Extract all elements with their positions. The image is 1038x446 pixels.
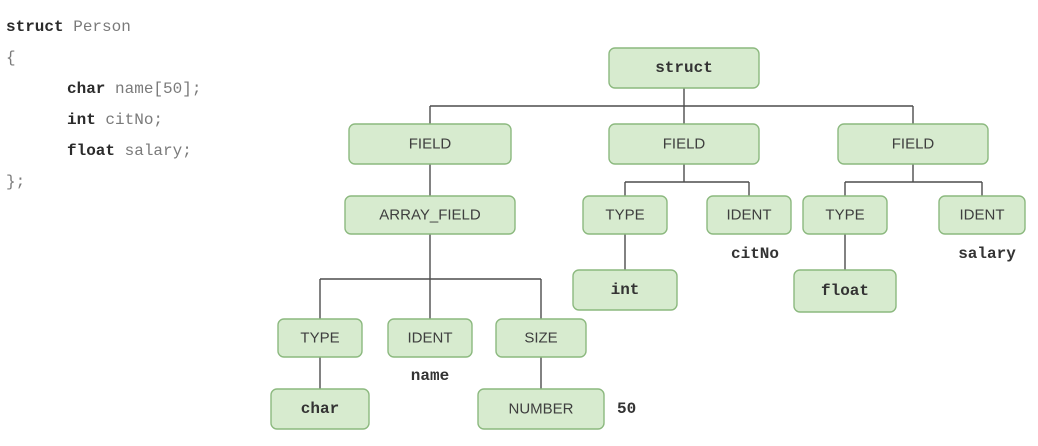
node-struct: struct <box>608 47 760 89</box>
node-label: NUMBER <box>508 401 573 418</box>
node-label: ARRAY_FIELD <box>379 207 481 224</box>
node-array-field: ARRAY_FIELD <box>344 195 516 235</box>
edge-struct-fields <box>429 88 914 124</box>
node-label: TYPE <box>605 207 644 224</box>
node-label: FIELD <box>409 136 452 153</box>
node-ident-name: IDENT <box>387 318 473 358</box>
node-int: int <box>572 269 678 311</box>
code-keyword: int <box>67 111 96 129</box>
edge-field2-children <box>624 164 750 196</box>
code-line-citno: int citNo; <box>6 105 201 136</box>
code-text: }; <box>6 173 26 191</box>
node-label: struct <box>655 59 713 77</box>
number-value: 50 <box>617 400 636 418</box>
tree-edges <box>319 88 983 389</box>
code-keyword: struct <box>6 18 64 36</box>
node-label: SIZE <box>524 330 557 347</box>
node-label: char <box>301 400 339 418</box>
edge-field3-children <box>844 164 983 196</box>
node-ident-citno: IDENT <box>706 195 792 235</box>
ident-value-salary: salary <box>958 245 1016 263</box>
code-line-close-brace: }; <box>6 167 201 198</box>
node-label: TYPE <box>300 330 339 347</box>
node-field-1: FIELD <box>348 123 512 165</box>
node-label: FIELD <box>663 136 706 153</box>
code-line-name: char name[50]; <box>6 74 201 105</box>
node-label: FIELD <box>892 136 935 153</box>
code-text: citNo; <box>95 111 164 129</box>
edge-array-field-children <box>319 234 542 319</box>
code-line-open-brace: { <box>6 43 201 74</box>
node-label: IDENT <box>960 207 1005 224</box>
source-code: struct Person{char name[50];int citNo;fl… <box>6 12 201 198</box>
node-field-2: FIELD <box>608 123 760 165</box>
code-line-struct: struct Person <box>6 12 201 43</box>
node-size: SIZE <box>495 318 587 358</box>
node-number: NUMBER <box>477 388 605 430</box>
node-label: float <box>821 282 869 300</box>
node-label: TYPE <box>825 207 864 224</box>
ident-value-citno: citNo <box>731 245 779 263</box>
node-type-array: TYPE <box>277 318 363 358</box>
code-line-salary: float salary; <box>6 136 201 167</box>
code-text: { <box>6 49 16 67</box>
ident-value-name: name <box>411 367 449 385</box>
code-keyword: char <box>67 80 106 98</box>
node-field-3: FIELD <box>837 123 989 165</box>
node-label: IDENT <box>408 330 453 347</box>
code-text: Person <box>63 18 131 36</box>
code-keyword: float <box>67 142 116 160</box>
node-label: int <box>611 281 640 299</box>
code-text: salary; <box>115 142 192 160</box>
node-label: IDENT <box>727 207 772 224</box>
code-text: name[50]; <box>105 80 202 98</box>
node-char: char <box>270 388 370 430</box>
node-type-int: TYPE <box>582 195 668 235</box>
node-type-float: TYPE <box>802 195 888 235</box>
node-ident-salary: IDENT <box>938 195 1026 235</box>
node-float: float <box>793 269 897 313</box>
